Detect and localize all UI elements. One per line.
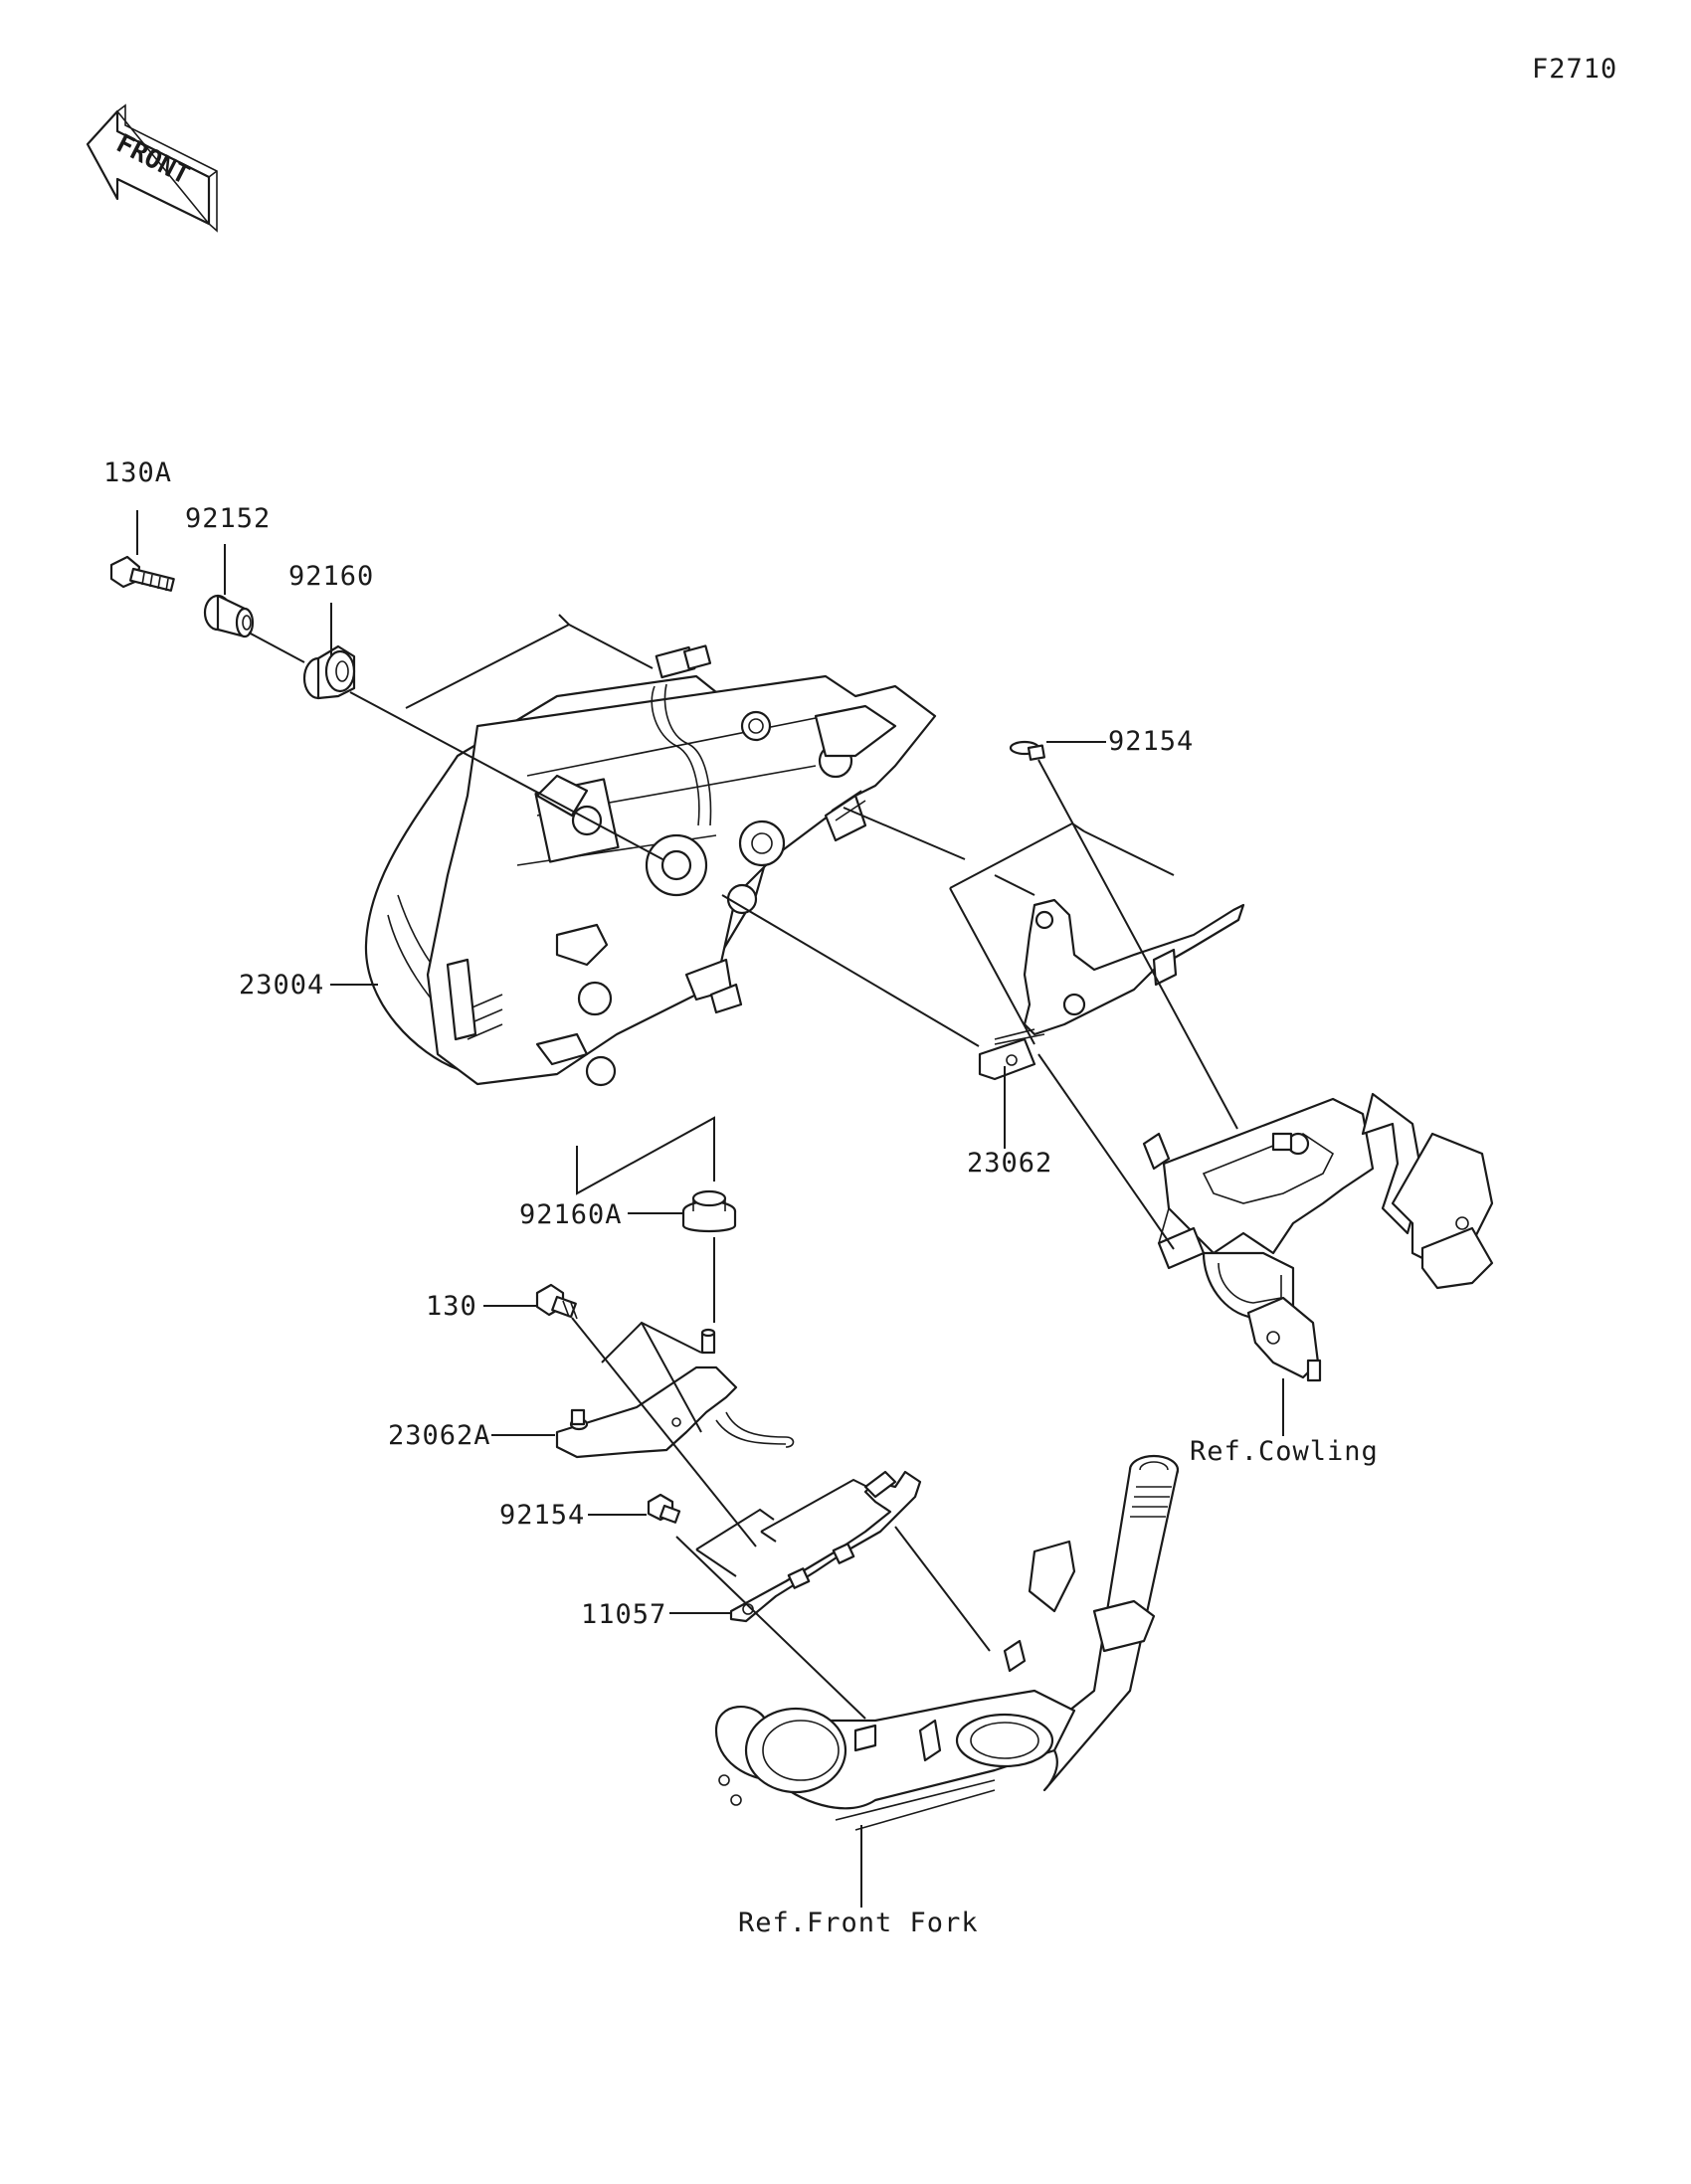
grommet-92160a-drawing (681, 1189, 737, 1233)
figure-code: F2710 (1532, 54, 1618, 85)
part-label-130[interactable]: 130 (426, 1291, 477, 1322)
part-label-23062[interactable]: 23062 (967, 1148, 1053, 1179)
ref-label-front-fork[interactable]: Ref.Front Fork (738, 1908, 979, 1938)
bracket-23062a-drawing (555, 1328, 795, 1459)
part-label-11057[interactable]: 11057 (581, 1599, 667, 1630)
bracket-11057-drawing (729, 1470, 922, 1623)
bracket-23062-drawing (978, 898, 1245, 1081)
part-label-130a[interactable]: 130A (103, 457, 173, 488)
part-label-23004[interactable]: 23004 (239, 970, 325, 1001)
bolt-92154-upper-drawing (1009, 740, 1045, 761)
part-label-92154-bottom[interactable]: 92154 (499, 1500, 586, 1531)
steering-stem-drawing (714, 1454, 1180, 1831)
bolt-92154-lower-drawing (647, 1493, 681, 1524)
part-label-23062a[interactable]: 23062A (388, 1420, 491, 1451)
headlight-assembly-23004-drawing (364, 644, 937, 1087)
cowling-stay-drawing (1142, 1092, 1494, 1382)
leader-lines (136, 510, 1284, 1908)
bolt-130-drawing (535, 1283, 578, 1320)
part-label-92160a[interactable]: 92160A (519, 1199, 623, 1230)
part-label-92154-top[interactable]: 92154 (1108, 726, 1195, 757)
collar-92152-drawing (203, 594, 255, 638)
part-label-92160[interactable]: 92160 (288, 561, 375, 592)
ref-label-cowling[interactable]: Ref.Cowling (1190, 1436, 1379, 1467)
front-arrow-icon: FRONT (86, 103, 218, 233)
grommet-92160-drawing (302, 644, 356, 700)
part-label-92152[interactable]: 92152 (185, 503, 272, 534)
bolt-130a-drawing (109, 555, 175, 592)
